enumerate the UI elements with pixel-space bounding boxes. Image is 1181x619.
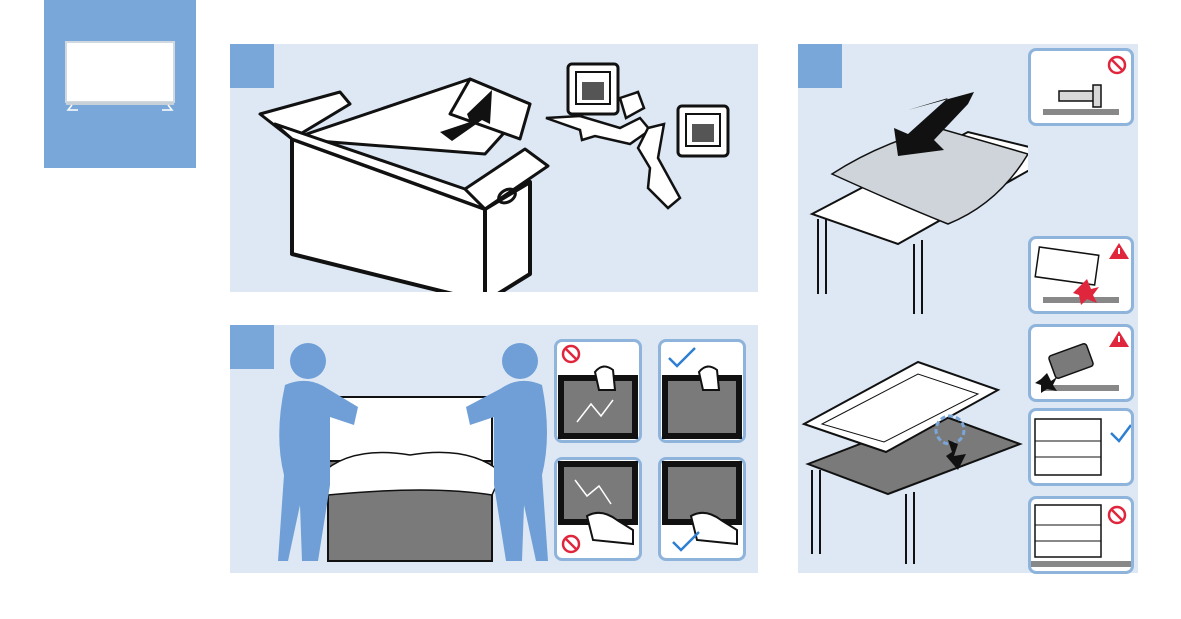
inset-warning-impact [1028, 236, 1134, 314]
prohibited-icon-2 [563, 536, 579, 552]
inset-correct-grip-top [658, 339, 746, 443]
warning-icon [1109, 243, 1129, 259]
inset-wrong-grip-top [554, 339, 642, 443]
prohibited-icon-4 [1109, 507, 1125, 523]
screw-icon [1059, 85, 1101, 107]
step-unbox-panel [230, 44, 758, 292]
inset-screw-prohibited [1028, 48, 1134, 126]
checkmark-icon-3 [1111, 425, 1131, 441]
step-place-panel [798, 44, 1138, 573]
stand-icon [540, 58, 750, 218]
step-carry-panel [230, 325, 758, 573]
warning-icon-2 [1109, 331, 1129, 347]
tv-icon [44, 0, 196, 168]
inset-correct-grip-bottom [658, 457, 746, 561]
tv-thumbnail-tile [44, 0, 196, 168]
inset-correct-edge [1028, 408, 1134, 486]
checkmark-icon [669, 348, 695, 366]
prohibited-icon-3 [1109, 57, 1125, 73]
step-number-tile-3 [798, 44, 842, 88]
inset-warning-drop [1028, 324, 1134, 402]
prohibited-icon [563, 346, 579, 362]
inset-wrong-grip-bottom [554, 457, 642, 561]
tv-facedown-illustration [798, 344, 1028, 573]
table-icon [798, 84, 1028, 324]
checkmark-icon-2 [673, 532, 699, 550]
inset-prohibited-edge [1028, 496, 1134, 574]
